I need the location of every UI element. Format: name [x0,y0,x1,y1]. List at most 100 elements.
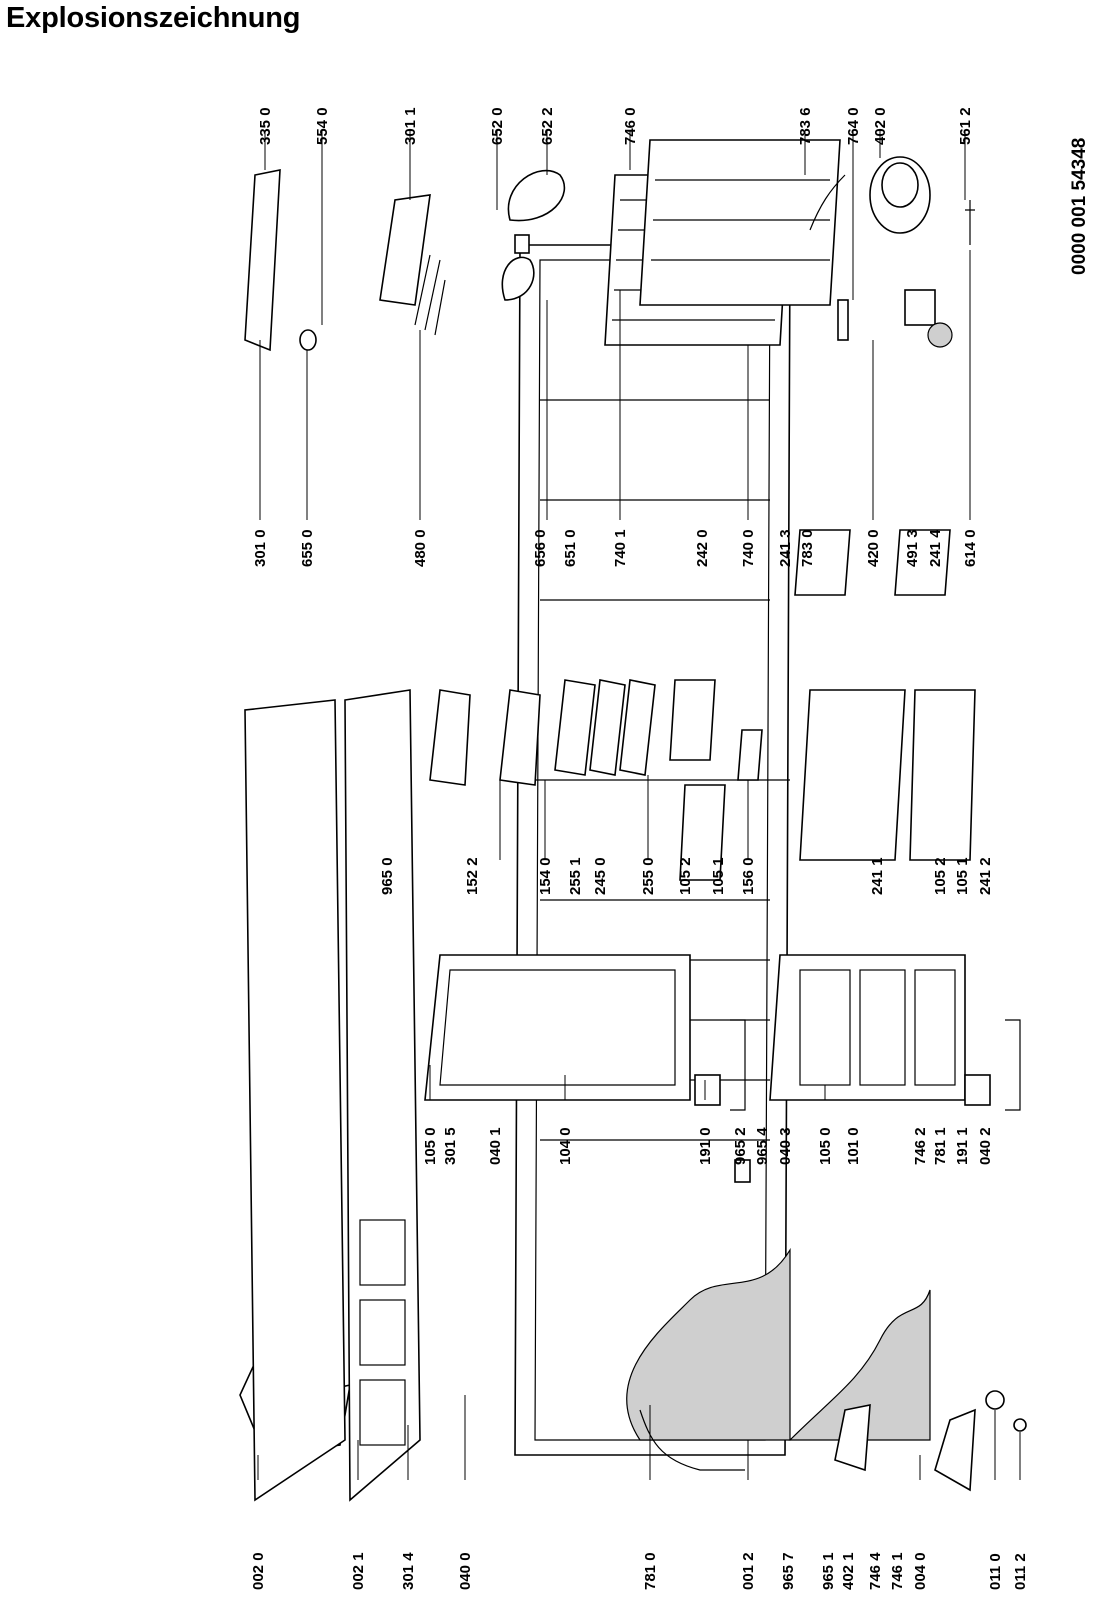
label-652-2: 652 2 [539,107,556,145]
fridge-door-panel-2 [859,969,906,1086]
label-301-4: 301 4 [400,1552,417,1590]
label-614-0: 614 0 [962,529,979,567]
label-491-3: 491 3 [904,529,921,567]
glass-shelf-255-0-part [619,679,656,776]
label-105-1-a: 105 1 [710,857,727,895]
label-002-1: 002 1 [350,1552,367,1590]
insulation-cutaway-lower [788,1289,931,1441]
label-255-0: 255 0 [640,857,657,895]
label-651-0: 651 0 [562,529,579,567]
label-011-2: 011 2 [1012,1553,1029,1590]
cabinet-body-part [514,244,791,1456]
crisper-drawer-241-1-part [799,689,906,861]
wire-shelf-245-part [589,679,626,776]
label-105-2-a: 105 2 [677,857,694,895]
condenser-746-part [639,139,841,306]
top-frame-window-2 [359,1299,406,1366]
control-panel-301-part [244,169,281,352]
label-965-1: 965 1 [820,1552,837,1590]
compressor-dome [881,162,919,208]
insulation-cutaway-upper [626,1247,791,1441]
thermostat-655-part [299,329,317,351]
label-191-0: 191 0 [697,1127,714,1165]
door-shelf-152-part [429,689,471,786]
label-241-3: 241 3 [777,529,794,567]
label-301-5: 301 5 [442,1127,459,1165]
label-746-0: 746 0 [622,107,639,145]
label-740-1: 740 1 [612,529,629,567]
freezer-bin-lower-part [679,784,726,881]
label-420-0: 420 0 [865,529,882,567]
label-245-0: 245 0 [592,857,609,895]
label-241-1: 241 1 [869,857,886,895]
hinge-pin-part [734,1159,751,1183]
label-255-1: 255 1 [567,857,584,895]
label-040-0: 040 0 [457,1552,474,1590]
lamp-cover-652-part [507,169,566,222]
label-746-1: 746 1 [889,1552,906,1590]
door-handle-lower [1005,1019,1021,1111]
label-781-0: 781 0 [642,1552,659,1590]
label-011-0: 011 0 [987,1553,1004,1590]
labels-group-1: 002 0 002 1 301 4 040 0 781 0 001 2 965 … [250,1552,1029,1590]
door-seal-cord [639,1409,745,1471]
document-number: 0000 001 54348 [1069,138,1090,275]
label-001-2: 001 2 [740,1552,757,1590]
label-965-4: 965 4 [754,1127,771,1165]
label-301-1: 301 1 [402,107,419,145]
label-004-0: 004 0 [912,1552,929,1590]
label-104-0: 104 0 [557,1127,574,1165]
screw-foot-part [985,1390,1005,1410]
mechanics-group [244,139,975,352]
door-handle-upper [730,1019,746,1111]
glass-shelf-255-1-part [554,679,596,776]
lamp-housing-656-part [501,256,535,301]
page-title: Explosionszeichnung [6,2,301,34]
lamp-socket-651-part [514,234,530,254]
label-335-0: 335 0 [257,107,274,145]
label-402-1: 402 1 [840,1552,857,1590]
label-105-2-b: 105 2 [932,857,949,895]
label-105-0-a: 105 0 [422,1127,439,1165]
label-656-0: 656 0 [532,529,549,567]
dryer-filter-561-part [965,200,975,245]
door-hinge-upper [694,1074,721,1106]
label-242-0: 242 0 [694,529,711,567]
label-040-1: 040 1 [487,1127,504,1165]
label-554-0: 554 0 [314,107,331,145]
label-154-0: 154 0 [537,857,554,895]
fridge-door-part [769,954,966,1101]
label-746-2: 746 2 [912,1127,929,1165]
crisper-drawer-241-2-part [909,689,976,861]
label-655-0: 655 0 [299,529,316,567]
freezer-bin-upper-part [669,679,716,761]
cabinet-group [239,244,1027,1502]
cover-plate-301-1-part [379,194,431,306]
shelves-group [429,529,976,881]
label-241-4: 241 4 [927,529,944,567]
fridge-door-panel-3 [914,969,956,1086]
label-152-2: 152 2 [464,857,481,895]
labels-group-3: 965 0 152 2 154 0 255 1 245 0 255 0 105 … [379,857,994,895]
label-105-0-b: 105 0 [817,1127,834,1165]
label-783-0: 783 0 [799,529,816,567]
label-480-0: 480 0 [412,529,429,567]
label-965-7: 965 7 [780,1552,797,1590]
bottom-plinth-part [934,1408,976,1492]
door-shelf-154-part [499,689,541,786]
label-040-2: 040 2 [977,1127,994,1165]
drawer-cover-241-4-part [894,529,951,596]
label-156-0: 156 0 [740,857,757,895]
start-capacitor-614-part [927,322,953,348]
labels-group-2: 105 0 301 5 040 1 104 0 191 0 965 2 965 … [422,1127,994,1165]
labels-group-4: 301 0 655 0 480 0 656 0 651 0 740 1 242 … [252,529,979,567]
doors-group [424,954,1021,1111]
label-101-0: 101 0 [845,1127,862,1165]
label-191-1: 191 1 [954,1127,971,1165]
label-652-0: 652 0 [489,107,506,145]
screw-foot-small [1013,1418,1027,1432]
label-781-1: 781 1 [932,1127,949,1165]
top-frame-window-1 [359,1379,406,1446]
label-783-6: 783 6 [797,107,814,145]
